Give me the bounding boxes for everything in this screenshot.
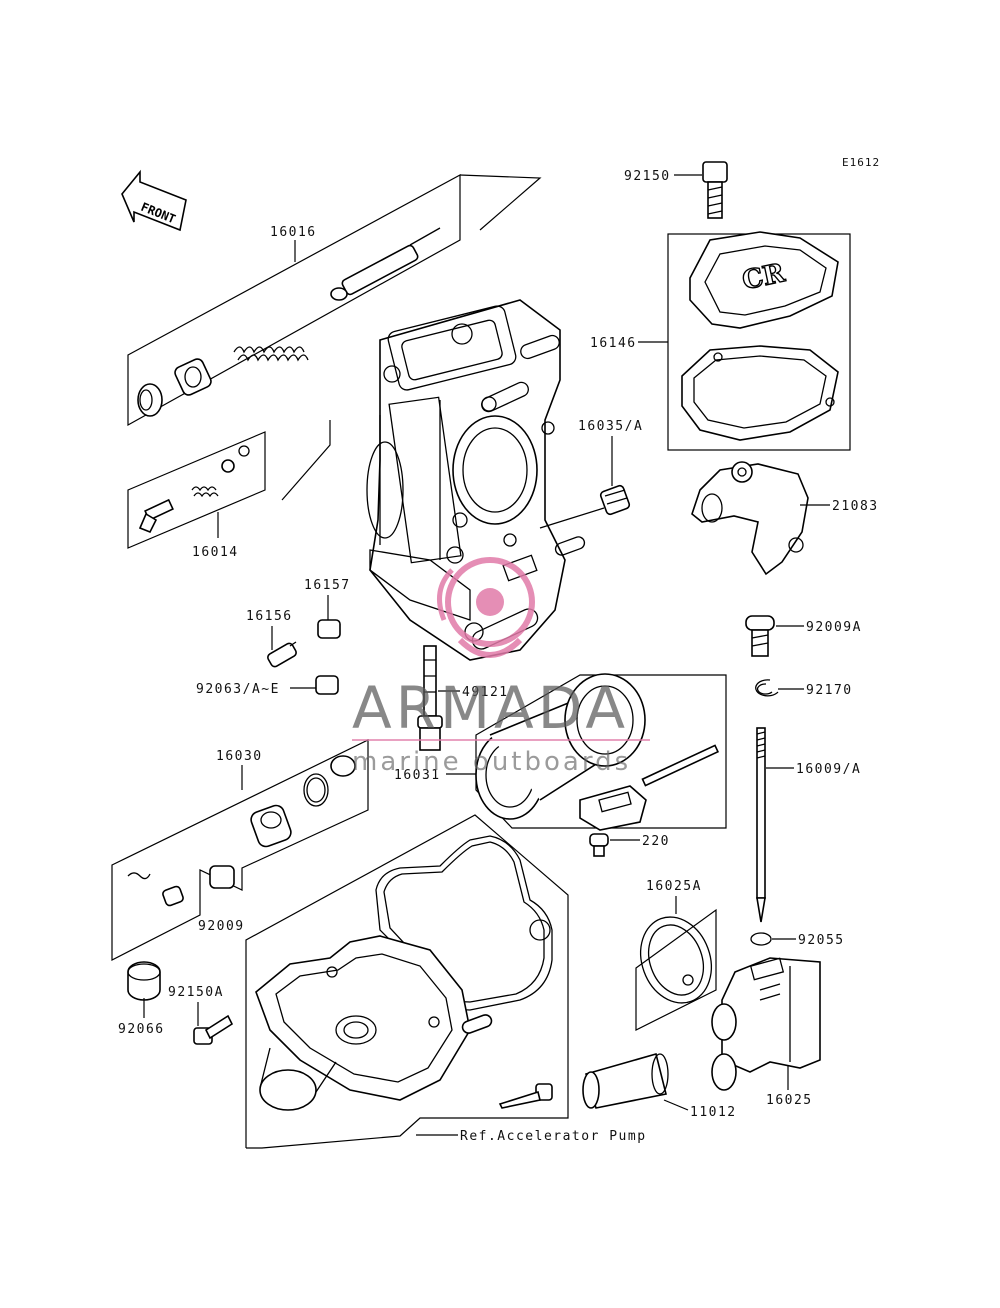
part-16156 bbox=[267, 641, 297, 668]
label-92170: 92170 bbox=[806, 683, 853, 698]
part-16009-needle bbox=[756, 727, 766, 923]
part-92150A-bolt bbox=[193, 1014, 234, 1045]
part-group-16014 bbox=[127, 431, 266, 549]
label-16035: 16035/A bbox=[578, 419, 643, 434]
armada-watermark: ARMADA marine outboards bbox=[352, 557, 650, 777]
part-16157 bbox=[317, 619, 341, 639]
part-92055-oring bbox=[750, 932, 772, 946]
part-11012-sleeve bbox=[582, 1053, 669, 1109]
label-16014: 16014 bbox=[192, 545, 239, 560]
part-49121-tube bbox=[417, 645, 443, 751]
part-16025A-diaphragm bbox=[635, 908, 717, 1031]
part-220-screw bbox=[589, 833, 609, 857]
label-92150A: 92150A bbox=[168, 985, 224, 1000]
part-group-16146: CR bbox=[667, 231, 851, 451]
part-group-16016 bbox=[127, 173, 542, 427]
label-16146: 16146 bbox=[590, 336, 637, 351]
label-11012: 11012 bbox=[690, 1105, 737, 1120]
armada-logo-icon bbox=[437, 557, 535, 658]
label-16030: 16030 bbox=[216, 749, 263, 764]
label-92066: 92066 bbox=[118, 1022, 165, 1037]
part-16035-jet bbox=[599, 484, 631, 516]
part-92009A-screw bbox=[745, 615, 775, 657]
carburetor-body bbox=[366, 299, 586, 661]
part-92066-cap bbox=[127, 961, 161, 1001]
part-group-16031 bbox=[475, 673, 727, 831]
accelerator-pump-group bbox=[245, 814, 569, 1149]
part-21083-bracket bbox=[691, 461, 809, 576]
part-group-16030 bbox=[111, 739, 369, 961]
label-92009A: 92009A bbox=[806, 620, 862, 635]
label-16016: 16016 bbox=[270, 225, 317, 240]
label-16025: 16025 bbox=[766, 1093, 813, 1108]
label-16009: 16009/A bbox=[796, 762, 861, 777]
ref-accelerator-pump-label: Ref.Accelerator Pump bbox=[460, 1129, 647, 1144]
label-16157: 16157 bbox=[304, 578, 351, 593]
part-92170-clip bbox=[755, 679, 779, 697]
label-21083: 21083 bbox=[832, 499, 879, 514]
part-16025-pump-body bbox=[711, 957, 821, 1091]
label-92055: 92055 bbox=[798, 933, 845, 948]
front-arrow-icon: FRONT bbox=[121, 169, 187, 232]
part-92063 bbox=[315, 675, 339, 695]
label-92150: 92150 bbox=[624, 169, 671, 184]
label-220: 220 bbox=[642, 834, 670, 849]
label-92009: 92009 bbox=[198, 919, 245, 934]
label-49121: 49121 bbox=[462, 685, 509, 700]
watermark-brand: ARMADA bbox=[352, 674, 629, 742]
part-92150-bolt bbox=[702, 161, 728, 219]
label-16025A: 16025A bbox=[646, 879, 702, 894]
figure-code: E1612 bbox=[842, 156, 880, 169]
watermark-tagline: marine outboards bbox=[352, 747, 631, 777]
label-92063: 92063/A~E bbox=[196, 682, 280, 697]
label-16031: 16031 bbox=[394, 768, 441, 783]
label-16156: 16156 bbox=[246, 609, 293, 624]
